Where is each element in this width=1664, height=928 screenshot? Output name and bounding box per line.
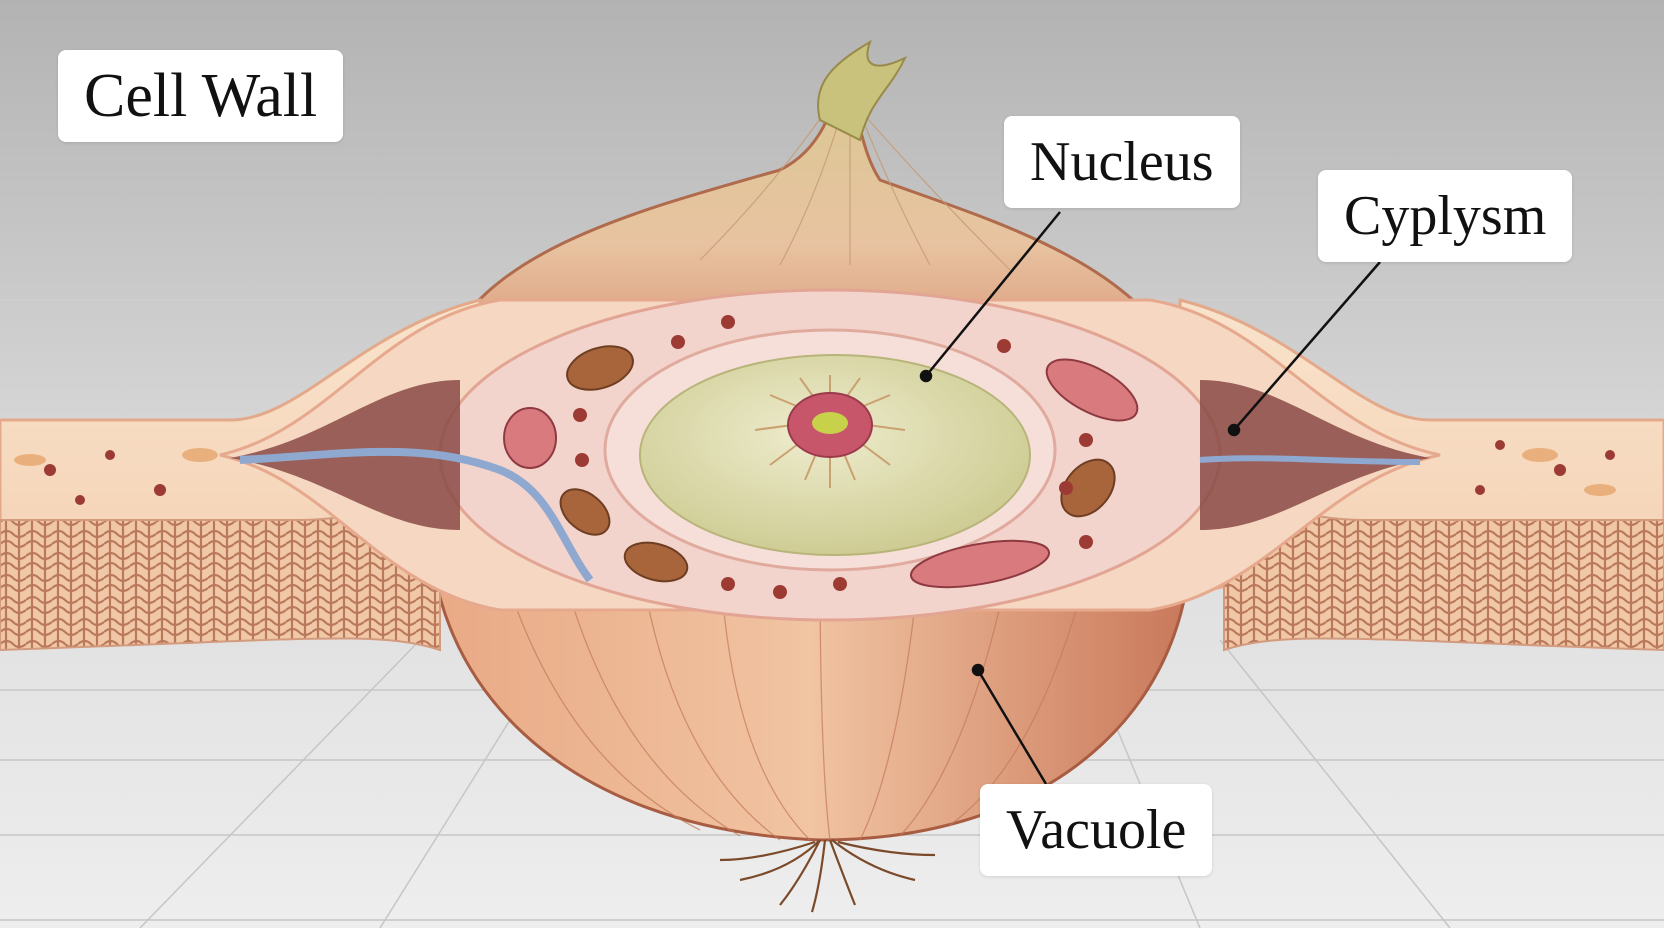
cytoplasm-leader [1233,261,1381,431]
onion-roots [719,839,936,913]
nucleus [639,354,1031,556]
organelles [503,315,1139,599]
nucleus-leader [925,211,1061,377]
cell-wall-label: Cell Wall [58,50,344,142]
cytoplasm-label: Cyplysm [1318,170,1573,262]
vacuole-label: Vacuole [980,784,1213,876]
leader-lines [919,211,1381,785]
onion-top [437,39,1183,362]
vacuole-leader [976,669,1048,785]
nucleus-label: Nucleus [1004,116,1240,208]
